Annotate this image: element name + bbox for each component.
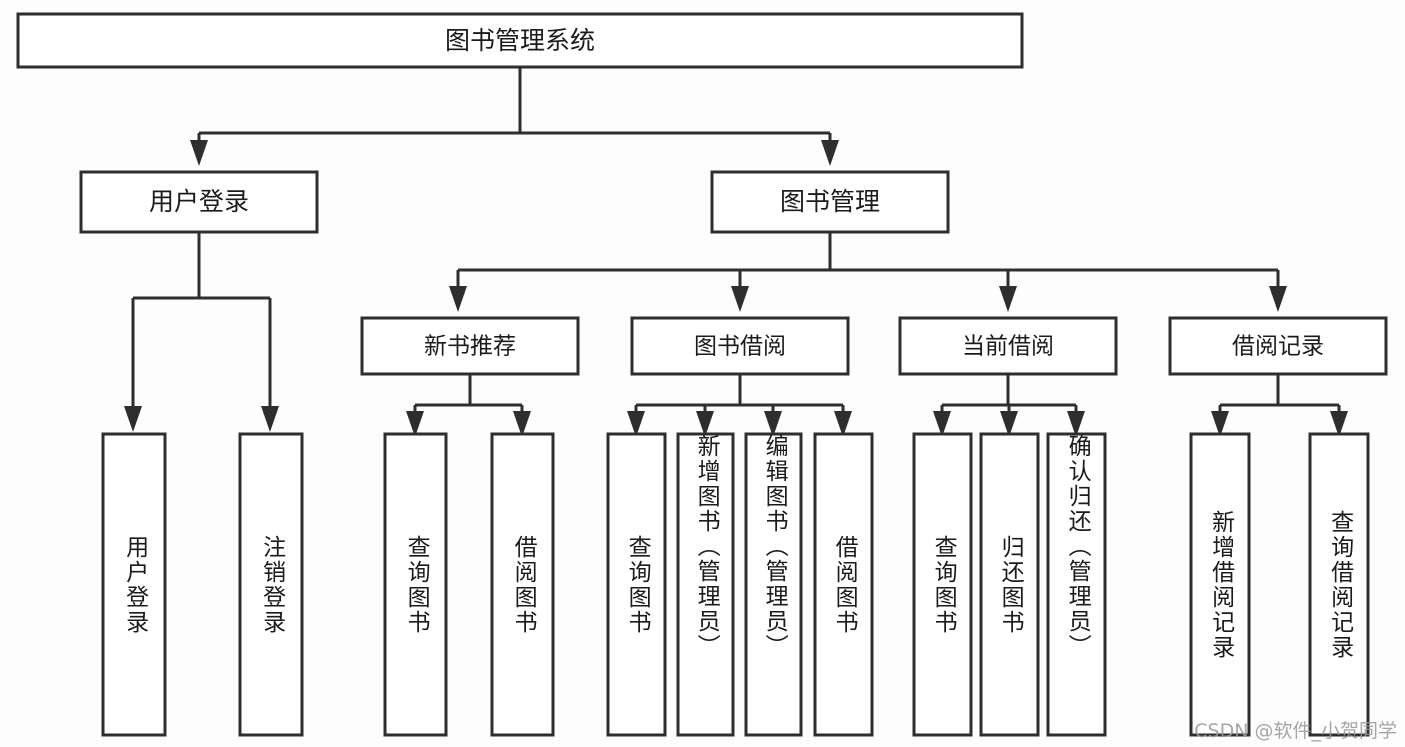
connector-currentborrow-to-leaves xyxy=(933,374,1085,437)
node-borrow-record-label: 借阅记录 xyxy=(1232,334,1324,360)
node-user-login-label: 用户登录 xyxy=(149,187,249,216)
leaf-box-br-query[interactable] xyxy=(1308,432,1370,737)
node-root-label: 图书管理系统 xyxy=(445,26,595,55)
node-book-management-label: 图书管理 xyxy=(780,187,880,216)
leaf-box-nb-borrow[interactable] xyxy=(490,432,555,737)
node-new-book-recommend-label: 新书推荐 xyxy=(424,334,516,360)
connector-root-to-level2 xyxy=(190,67,839,166)
leaf-box-user-login[interactable] xyxy=(101,432,167,737)
connector-bookmgmt-to-level3 xyxy=(449,232,1287,312)
leaf-box-bb-borrow[interactable] xyxy=(813,432,874,737)
leaf-box-nb-query[interactable] xyxy=(383,432,448,737)
leaf-box-bb-edit[interactable] xyxy=(744,432,803,737)
connector-userlogin-to-leaves xyxy=(124,232,279,432)
node-user-login[interactable]: 用户登录 xyxy=(79,170,319,234)
leaf-box-cb-query[interactable] xyxy=(912,432,973,737)
connector-borrowrecord-to-leaves xyxy=(1211,374,1348,437)
node-borrow-record[interactable]: 借阅记录 xyxy=(1168,316,1388,376)
leaf-box-cb-confirm[interactable] xyxy=(1046,432,1107,737)
node-current-borrow-label: 当前借阅 xyxy=(962,334,1054,360)
leaf-box-logout[interactable] xyxy=(238,432,304,737)
leaf-box-bb-query[interactable] xyxy=(606,432,667,737)
node-book-borrow[interactable]: 图书借阅 xyxy=(630,316,850,376)
leaf-box-bb-add[interactable] xyxy=(676,432,735,737)
leaf-box-cb-return[interactable] xyxy=(979,432,1040,737)
node-root[interactable]: 图书管理系统 xyxy=(16,12,1024,69)
node-current-borrow[interactable]: 当前借阅 xyxy=(898,316,1118,376)
leaf-box-br-add[interactable] xyxy=(1189,432,1251,737)
node-new-book-recommend[interactable]: 新书推荐 xyxy=(360,316,580,376)
node-book-management[interactable]: 图书管理 xyxy=(710,170,950,234)
node-book-borrow-label: 图书借阅 xyxy=(694,334,786,360)
connector-bookborrow-to-leaves xyxy=(627,374,852,437)
connector-newbook-to-leaves xyxy=(406,374,531,437)
